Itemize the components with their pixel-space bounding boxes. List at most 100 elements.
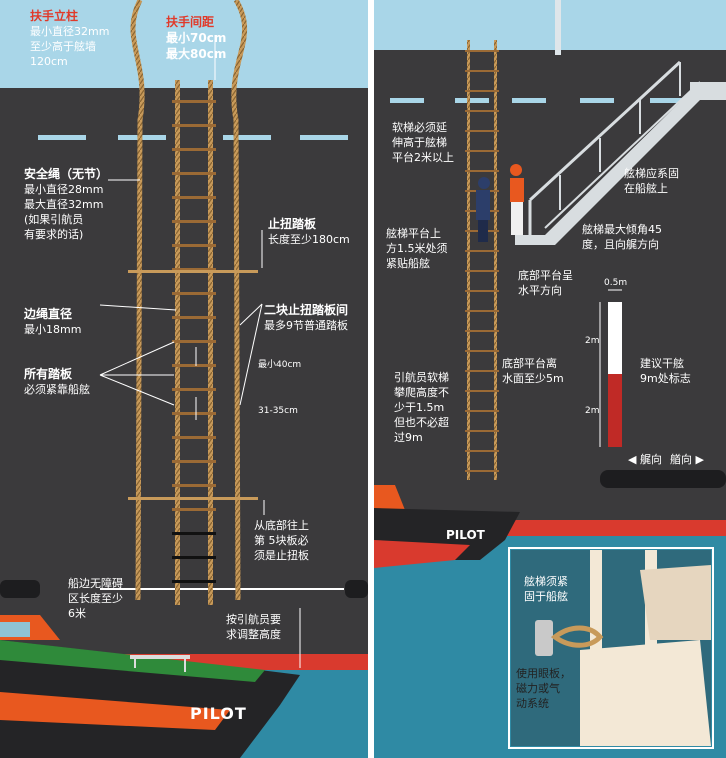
ladder-step xyxy=(172,436,216,439)
ladder-step xyxy=(172,340,216,343)
right-fender xyxy=(600,470,726,488)
magnet-line2: 磁力或气 xyxy=(516,682,560,695)
platform-line3: 紧贴船舷 xyxy=(386,257,430,270)
safety-rope-right xyxy=(231,0,247,601)
clear-line3: 6米 xyxy=(68,607,86,620)
rope-ladder-step xyxy=(465,450,499,452)
rope-ladder-step xyxy=(465,290,499,292)
secure-line1: 舷梯应系固 xyxy=(624,167,679,180)
right-portholes xyxy=(390,98,684,103)
tied-line2: 固于船舷 xyxy=(524,590,568,603)
bow-label: 艏向 xyxy=(670,453,692,466)
spreader-line1: 长度至少180cm xyxy=(268,233,350,246)
incline-line2: 度，且向艉方向 xyxy=(582,238,659,251)
siderope-title: 边绳直径 xyxy=(24,307,73,321)
fifth-line3: 须是止扭板 xyxy=(254,549,309,562)
side-rope-label: 边绳直径 最小18mm xyxy=(24,306,81,337)
ladder-step xyxy=(172,124,216,127)
rope-ladder-step xyxy=(465,430,499,432)
allsteps-line1: 必须紧靠船舷 xyxy=(24,383,90,396)
safety-line1: 最小直径28mm xyxy=(24,183,104,196)
ladder-step xyxy=(172,100,216,103)
ladder-step xyxy=(172,220,216,223)
safety-line4: 有要求的话) xyxy=(24,228,84,241)
bow-direction: 艏向 ▶ xyxy=(670,453,704,466)
extend-line3: 平台2米以上 xyxy=(392,151,454,164)
fifth-step-label: 从底部往上 第 5块板必 须是止扭板 xyxy=(254,518,309,563)
height-label: 按引航员要 求调整高度 xyxy=(226,612,281,642)
scale-2m-upper: 2m xyxy=(585,336,600,346)
pilot-boat-left xyxy=(0,615,300,758)
mark-line1: 建议干舷 xyxy=(640,357,684,370)
water-height-label: 底部平台离 水面至少5m xyxy=(502,356,564,386)
boat-name-left: PILOT xyxy=(190,704,247,723)
rope-ladder-step xyxy=(465,70,499,72)
step-spacing-label: 31-35cm xyxy=(258,406,298,416)
min40-label: 最小40cm xyxy=(258,360,302,370)
ladder-step xyxy=(172,388,216,391)
spacing-title: 扶手间距 xyxy=(166,15,215,29)
extend-line1: 软梯必须延 xyxy=(392,121,447,134)
platform-label: 舷梯平台上 方1.5米处须 紧贴船舷 xyxy=(386,226,448,271)
climb-line5: 过9m xyxy=(394,431,423,444)
tied-line1: 舷梯须紧 xyxy=(524,575,568,588)
extend-label: 软梯必须延 伸高于舷梯 平台2米以上 xyxy=(392,120,454,165)
rope-ladder-step xyxy=(465,390,499,392)
rope-ladder-step xyxy=(465,90,499,92)
safety-rope-left xyxy=(130,0,145,601)
right-sky xyxy=(374,0,726,55)
right-ladder-rope-right xyxy=(494,40,497,480)
ladder-step xyxy=(172,484,216,487)
rope-ladder-step xyxy=(465,250,499,252)
pilot-figure xyxy=(476,177,490,242)
horiz-line1: 底部平台呈 xyxy=(518,269,573,282)
magnet-line3: 动系统 xyxy=(516,697,549,710)
rope-ladder-step xyxy=(465,130,499,132)
rope-ladder-step xyxy=(465,350,499,352)
crane-post xyxy=(555,0,561,55)
rope-ladder-step xyxy=(465,110,499,112)
between-line1: 最多9节普通踏板 xyxy=(264,319,348,332)
attachment-detail-inset xyxy=(508,547,714,749)
spreader-title: 止扭踏板 xyxy=(268,217,317,231)
stern-direction: ◀ 艉向 xyxy=(628,453,662,466)
allsteps-title: 所有踏板 xyxy=(24,367,73,381)
boat-name-right: PILOT xyxy=(446,528,485,542)
tied-label: 舷梯须紧 固于船舷 xyxy=(524,574,568,604)
handhold-label: 扶手立柱 最小直径32mm 至少高于舷墙 120cm xyxy=(30,8,109,69)
clear-line2: 区长度至少 xyxy=(68,592,123,605)
water-line2: 水面至少5m xyxy=(502,372,564,385)
safety-line3: (如果引航员 xyxy=(24,213,84,226)
stern-label: 艉向 xyxy=(639,453,662,466)
freeboard-scale xyxy=(599,289,622,447)
fifth-line2: 第 5块板必 xyxy=(254,534,309,547)
magnet-label: 使用眼板， 磁力或气 动系统 xyxy=(516,666,571,711)
ladder-step xyxy=(172,292,216,295)
ladder-step xyxy=(172,412,216,415)
rope-ladder-step xyxy=(465,370,499,372)
rope-ladder-step xyxy=(465,270,499,272)
secure-label: 舷梯应系固 在船舷上 xyxy=(624,166,679,196)
crew-figure xyxy=(510,164,524,235)
secure-line2: 在船舷上 xyxy=(624,182,668,195)
freeboard-mark-label: 建议干舷 9m处标志 xyxy=(640,356,691,386)
siderope-line1: 最小18mm xyxy=(24,323,82,336)
left-panel xyxy=(0,0,368,758)
rope-ladder-step xyxy=(465,470,499,472)
ladder-step xyxy=(172,364,216,367)
all-steps-label: 所有踏板 必须紧靠船舷 xyxy=(24,366,90,397)
left-fender xyxy=(0,580,40,598)
right-panel xyxy=(374,0,726,758)
right-ladder-rope-left xyxy=(467,40,470,480)
ladder-step xyxy=(172,460,216,463)
rope-ladder-step xyxy=(465,330,499,332)
ladder-step xyxy=(172,580,216,583)
left-sky xyxy=(0,0,368,90)
climb-line3: 少于1.5m xyxy=(394,401,445,414)
rope-ladder-step xyxy=(465,50,499,52)
safety-rope-label: 安全绳（无节） 最小直径28mm 最大直径32mm (如果引航员 有要求的话) xyxy=(24,166,108,242)
left-lower-hull xyxy=(0,596,368,654)
rope-ladder-step xyxy=(465,170,499,172)
